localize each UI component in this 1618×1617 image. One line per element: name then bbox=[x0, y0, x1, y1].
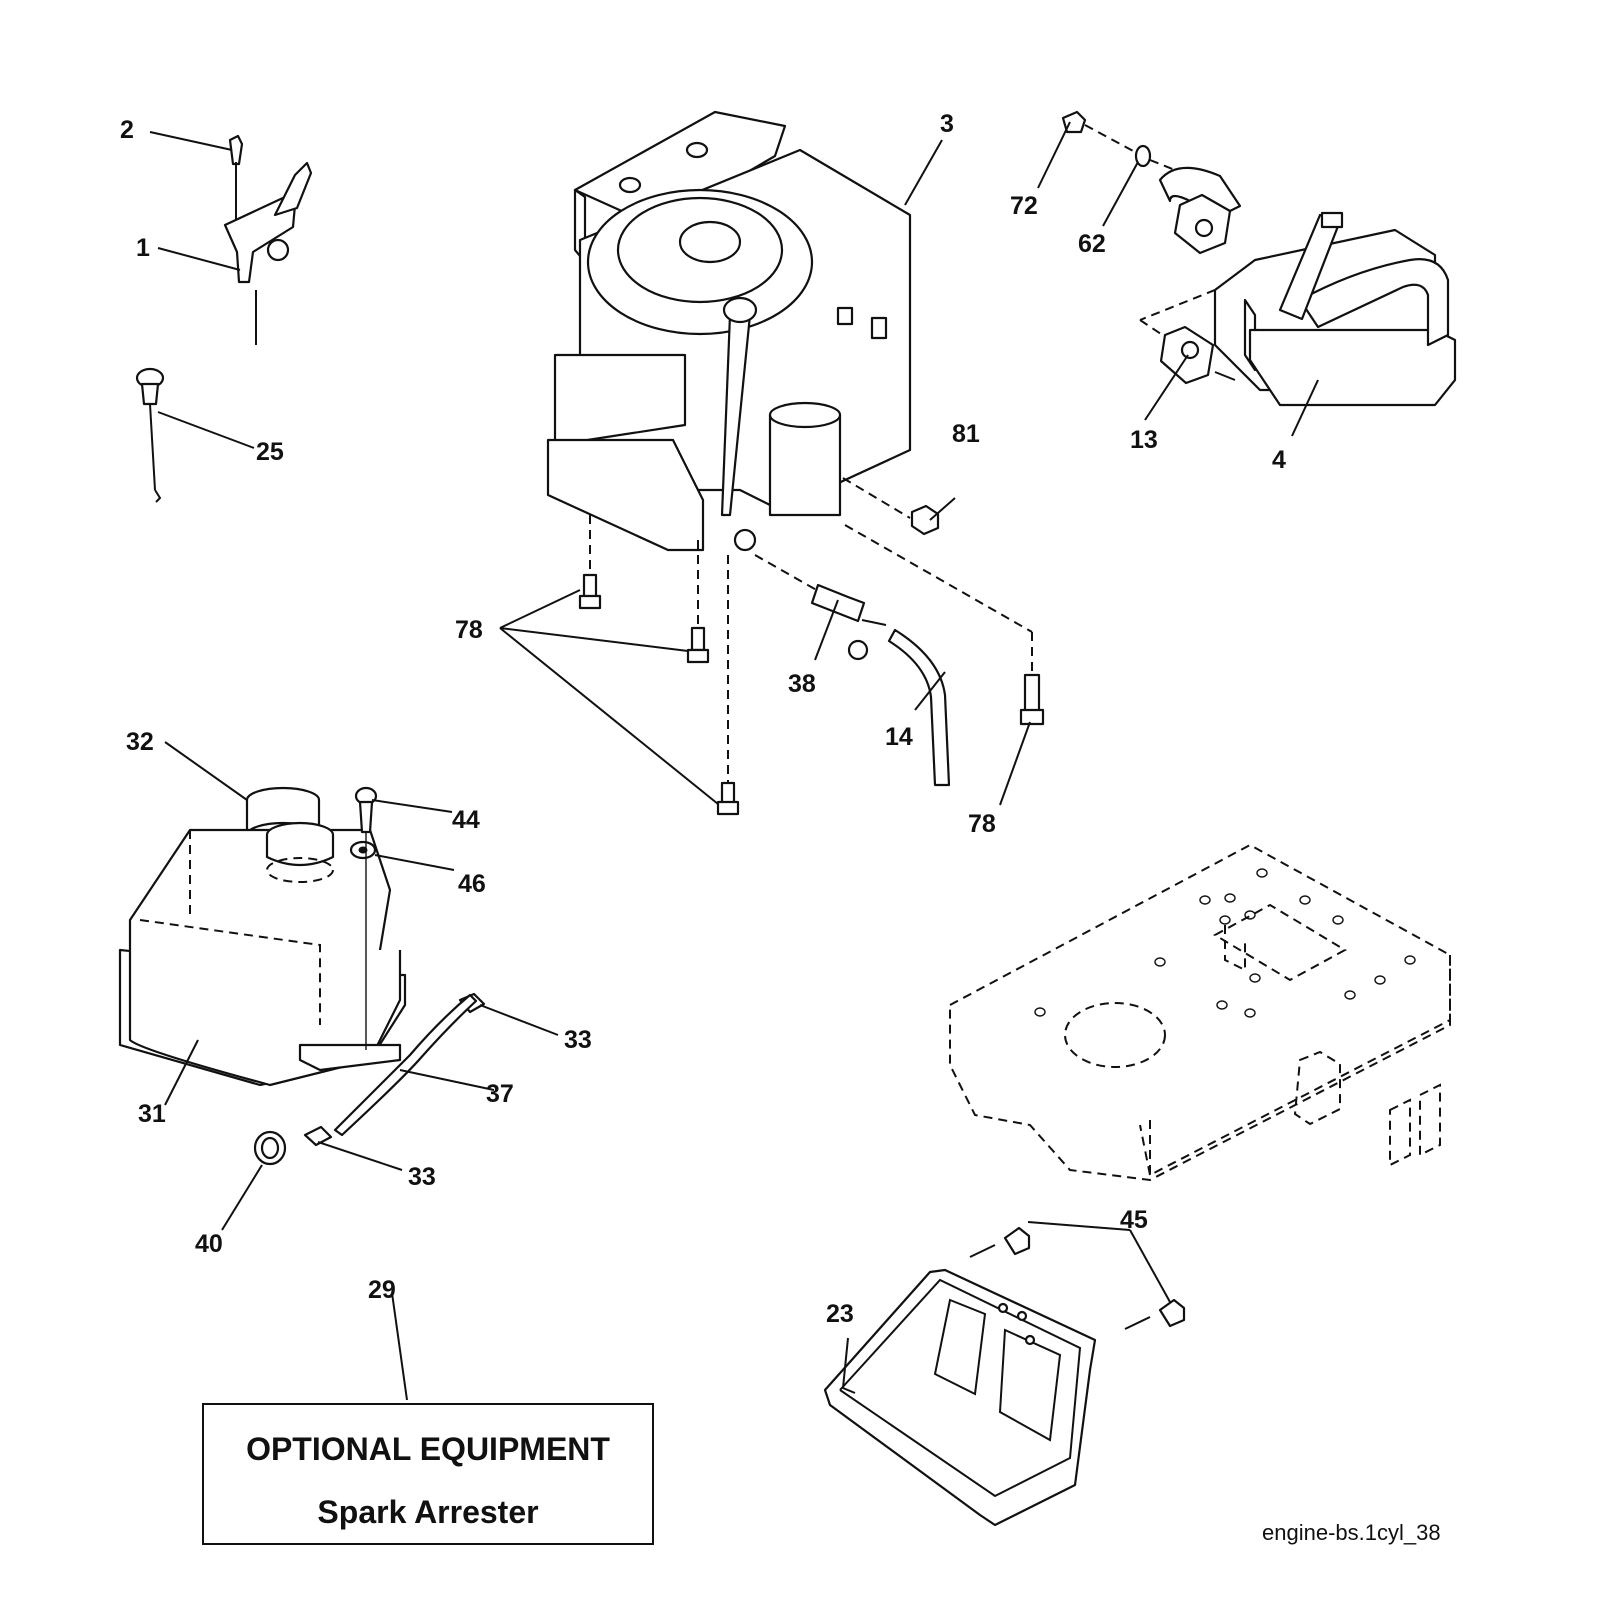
heat-shield bbox=[823, 1268, 1097, 1527]
choke-knob bbox=[135, 367, 165, 503]
callout-33-bottom: 33 bbox=[408, 1163, 436, 1191]
callout-29: 29 bbox=[368, 1276, 396, 1304]
callout-62: 62 bbox=[1078, 230, 1106, 258]
callout-31: 31 bbox=[138, 1100, 166, 1128]
callout-33-top: 33 bbox=[564, 1026, 592, 1054]
tank-screw bbox=[349, 786, 378, 1050]
fuel-hose bbox=[887, 628, 951, 787]
fuel-tank bbox=[118, 821, 407, 1087]
callout-40: 40 bbox=[195, 1230, 223, 1258]
diagram-id: engine-bs.1cyl_38 bbox=[1262, 1520, 1441, 1545]
callout-3: 3 bbox=[940, 110, 954, 138]
engine-plate bbox=[949, 843, 1451, 1182]
callout-14: 14 bbox=[885, 723, 913, 751]
callout-13: 13 bbox=[1130, 426, 1158, 454]
callout-38: 38 bbox=[788, 670, 816, 698]
callout-32: 32 bbox=[126, 728, 154, 756]
callout-44: 44 bbox=[452, 806, 480, 834]
callout-leaders bbox=[149, 121, 1319, 1401]
callout-81: 81 bbox=[952, 420, 980, 448]
shield-screws bbox=[969, 1226, 1186, 1330]
callout-78-left: 78 bbox=[455, 616, 483, 644]
fuel-line bbox=[253, 992, 486, 1166]
callout-1: 1 bbox=[136, 234, 150, 262]
optional-equipment-box: OPTIONAL EQUIPMENT Spark Arrester bbox=[202, 1403, 654, 1545]
callout-2: 2 bbox=[120, 116, 134, 144]
exhaust-pipe bbox=[1158, 166, 1242, 255]
callout-46: 46 bbox=[458, 870, 486, 898]
callout-4: 4 bbox=[1272, 446, 1286, 474]
throttle-control bbox=[223, 134, 313, 345]
callout-78-right: 78 bbox=[968, 810, 996, 838]
fuel-filter bbox=[754, 554, 887, 661]
optional-equipment-title: OPTIONAL EQUIPMENT bbox=[246, 1431, 610, 1467]
engine-bolts bbox=[499, 477, 1045, 816]
exhaust-bolt bbox=[1061, 110, 1176, 171]
engine bbox=[546, 110, 912, 552]
callout-25: 25 bbox=[256, 438, 284, 466]
callout-45: 45 bbox=[1120, 1206, 1148, 1234]
muffler bbox=[1213, 211, 1457, 407]
callout-23: 23 bbox=[826, 1300, 854, 1328]
callout-37: 37 bbox=[486, 1080, 514, 1108]
spark-arrester-label: Spark Arrester bbox=[317, 1494, 539, 1530]
callout-72: 72 bbox=[1010, 192, 1038, 220]
